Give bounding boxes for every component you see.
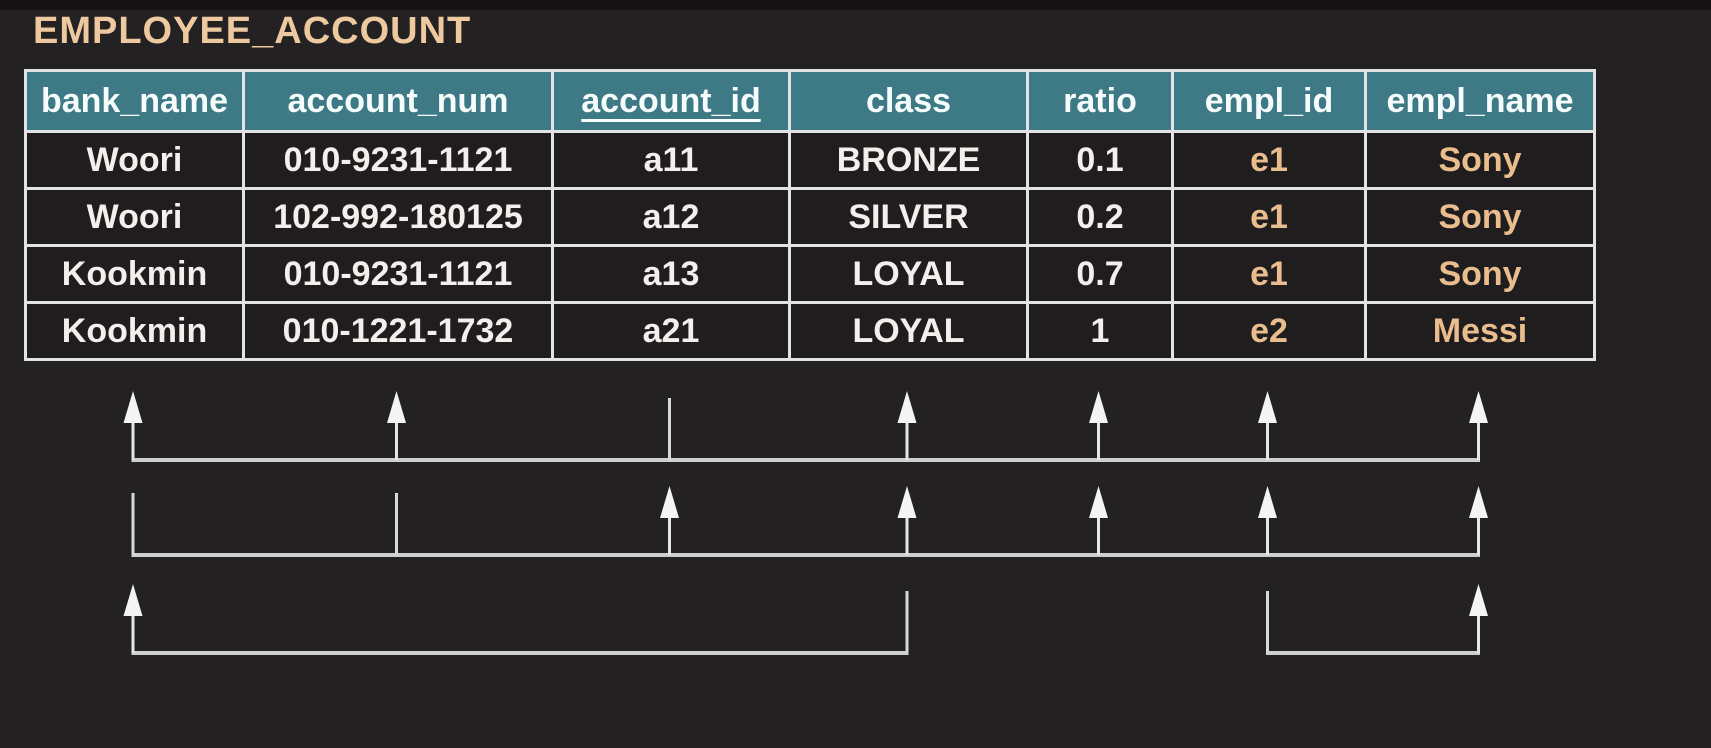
up-arrowhead-icon: [1089, 391, 1108, 423]
page-title: EMPLOYEE_ACCOUNT: [33, 10, 472, 52]
cell-bank_name: Kookmin: [24, 301, 245, 361]
cell-account_id: a13: [551, 244, 791, 304]
cell-account_id: a12: [551, 187, 791, 247]
fd-bankname-accountnum-determine-all: [131, 486, 1488, 557]
up-arrowhead-icon: [660, 486, 679, 518]
column-header-label: class: [865, 81, 952, 120]
column-header-label: bank_name: [40, 81, 229, 120]
cell-empl_id: e1: [1171, 130, 1367, 190]
cell-empl_name: Sony: [1364, 244, 1596, 304]
cell-class: LOYAL: [788, 301, 1029, 361]
cell-ratio: 0.2: [1026, 187, 1174, 247]
up-arrowhead-icon: [387, 391, 406, 423]
up-arrowhead-icon: [1089, 486, 1108, 518]
column-header-ratio: ratio: [1026, 69, 1174, 133]
column-header-account_id: account_id: [551, 69, 791, 133]
cell-account_id: a21: [551, 301, 791, 361]
cell-empl_name: Messi: [1364, 301, 1596, 361]
cell-account_id: a11: [551, 130, 791, 190]
cell-class: LOYAL: [788, 244, 1029, 304]
employee-account-table: bank_name account_num account_id class ratio…: [24, 69, 1596, 361]
up-arrowhead-icon: [897, 486, 917, 518]
cell-empl_id: e1: [1171, 244, 1367, 304]
cell-bank_name: Woori: [24, 187, 245, 247]
column-header-bank_name: bank_name: [24, 69, 245, 133]
column-header-empl_name: empl_name: [1364, 69, 1596, 133]
fd-account-id-determines-all: [123, 391, 1488, 462]
top-edge-strip: [0, 0, 1711, 10]
cell-account_num: 010-1221-1732: [242, 301, 554, 361]
column-header-label: empl_id: [1204, 81, 1334, 120]
column-header-label: empl_name: [1386, 81, 1574, 120]
cell-class: SILVER: [788, 187, 1029, 247]
cell-empl_id: e1: [1171, 187, 1367, 247]
cell-ratio: 0.1: [1026, 130, 1174, 190]
up-arrowhead-icon: [123, 584, 143, 616]
cell-bank_name: Kookmin: [24, 244, 245, 304]
cell-bank_name: Woori: [24, 130, 245, 190]
cell-account_num: 010-9231-1121: [242, 244, 554, 304]
column-header-label: account_num: [287, 81, 509, 120]
fd-emplid-determines-emplname: [1266, 584, 1488, 655]
cell-account_num: 010-9231-1121: [242, 130, 554, 190]
up-arrowhead-icon: [897, 391, 917, 423]
column-header-label: ratio: [1063, 81, 1137, 120]
table-header: bank_name account_num account_id class ratio…: [24, 69, 1596, 133]
column-header-empl_id: empl_id: [1171, 69, 1367, 133]
cell-empl_name: Sony: [1364, 130, 1596, 190]
up-arrowhead-icon: [1469, 486, 1488, 518]
up-arrowhead-icon: [123, 391, 143, 423]
column-header-label: account_id: [581, 81, 761, 120]
cell-empl_id: e2: [1171, 301, 1367, 361]
column-header-account_num: account_num: [242, 69, 554, 133]
cell-account_num: 102-992-180125: [242, 187, 554, 247]
up-arrowhead-icon: [1258, 391, 1277, 423]
cell-ratio: 1: [1026, 301, 1174, 361]
up-arrowhead-icon: [1469, 584, 1488, 616]
table-header-row: bank_name account_num account_id class ratio…: [24, 69, 1596, 133]
column-header-class: class: [788, 69, 1029, 133]
fd-class-determines-bankname: [123, 584, 909, 655]
up-arrowhead-icon: [1469, 391, 1488, 423]
cell-ratio: 0.7: [1026, 244, 1174, 304]
cell-class: BRONZE: [788, 130, 1029, 190]
up-arrowhead-icon: [1258, 486, 1277, 518]
cell-empl_name: Sony: [1364, 187, 1596, 247]
